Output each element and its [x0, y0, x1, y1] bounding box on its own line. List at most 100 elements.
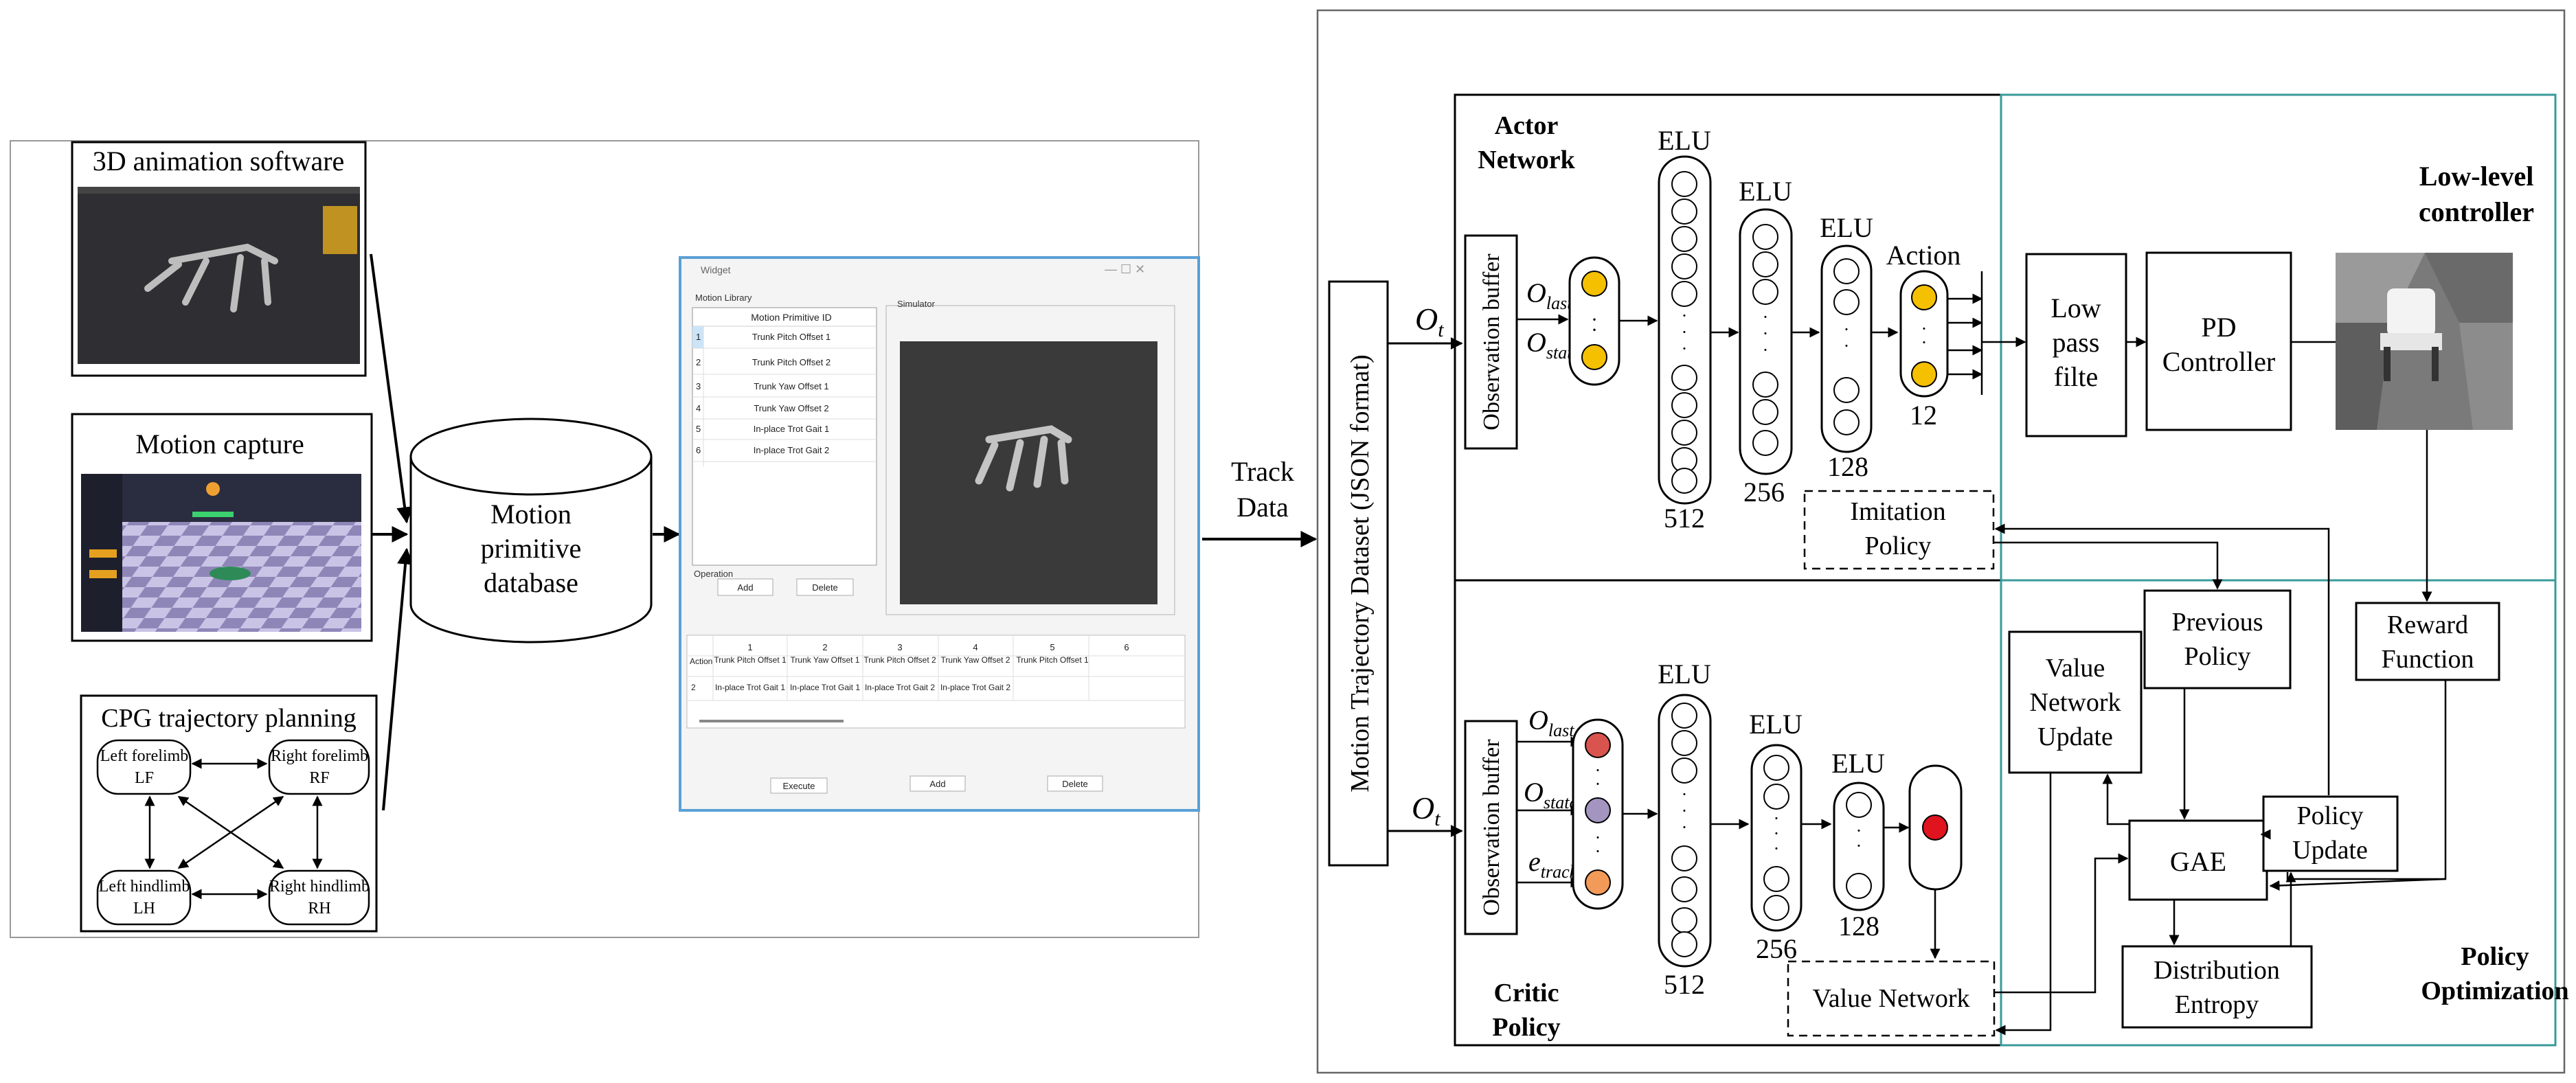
svg-text:·: · — [1595, 774, 1601, 794]
svg-text:·: · — [1682, 784, 1688, 804]
simulator-label: Simulator — [897, 299, 936, 309]
actor-l2-size: 256 — [1743, 477, 1785, 508]
table-row-1[interactable]: Action Trunk Pitch Offset 1 Trunk Yaw Of… — [690, 655, 1089, 666]
critic-l2-size: 256 — [1756, 933, 1797, 964]
window-controls[interactable]: — ☐ ✕ — [1105, 262, 1145, 276]
actor-output-layer: Action · · 12 — [1886, 240, 1961, 431]
limb-rf — [268, 739, 370, 795]
svg-text:·: · — [1682, 322, 1688, 342]
actor-title-1: Actor — [1495, 111, 1559, 140]
value-network-block — [1787, 960, 1996, 1037]
critic-input-layer: · · · · — [1572, 718, 1624, 910]
optimization-connections — [1993, 430, 2447, 1036]
motion-capture-title: Motion capture — [135, 429, 304, 459]
simulated-robot-icon — [975, 425, 1072, 492]
robot-simulation-image — [2336, 253, 2513, 430]
value-network-label: Value Network — [1813, 984, 1970, 1013]
svg-text:Trunk Pitch Offset 2: Trunk Pitch Offset 2 — [863, 655, 936, 665]
delete-sequence-button[interactable] — [1047, 775, 1103, 792]
svg-text:·: · — [1774, 839, 1780, 858]
animation-software-title: 3D animation software — [93, 146, 345, 176]
policy-optimization-region — [2000, 579, 2557, 1047]
table-headers: 1 2 3 4 5 6 — [747, 642, 1129, 652]
table-row-2[interactable]: 2 In-place Trot Gait 1 In-place Trot Gai… — [691, 683, 1010, 692]
source-to-database-arrows — [370, 253, 414, 811]
svg-text:Trunk Pitch Offset 1: Trunk Pitch Offset 1 — [714, 655, 787, 665]
svg-text:4: 4 — [696, 403, 701, 413]
add-button-label: Add — [737, 582, 753, 593]
motion-capture-block: Motion capture — [71, 413, 373, 642]
svg-text:·: · — [1682, 801, 1688, 821]
svg-text:1: 1 — [747, 642, 752, 652]
critic-title-2: Policy — [1492, 1013, 1560, 1042]
delete-button[interactable] — [796, 578, 854, 596]
motion-primitive-list[interactable] — [692, 307, 877, 566]
list-rows[interactable]: 1 Trunk Pitch Offset 1 2 Trunk Pitch Off… — [692, 332, 877, 462]
svg-text:In-place Trot Gait 2: In-place Trot Gait 2 — [865, 683, 935, 692]
limb-rh-label: Right hindlimb — [269, 878, 370, 896]
optimization-title-1: Policy — [2461, 942, 2529, 971]
optimization-title-2: Optimization — [2421, 977, 2568, 1005]
sequence-table[interactable] — [686, 635, 1186, 729]
previous-policy-label-2: Policy — [2184, 642, 2250, 671]
previous-policy-label-1: Previous — [2172, 608, 2263, 637]
svg-text:4: 4 — [973, 642, 978, 652]
critic-obs-buffer-label: Observation buffer — [1479, 739, 1504, 916]
track-data-label-1: Track — [1231, 456, 1294, 487]
svg-text:·: · — [1844, 319, 1850, 339]
limb-lf-code: LF — [135, 769, 154, 787]
add-sequence-button[interactable] — [909, 775, 966, 792]
robot-model-icon — [144, 243, 278, 312]
svg-text:·: · — [1591, 308, 1598, 331]
svg-text:·: · — [1682, 339, 1688, 358]
table-scrollbar[interactable] — [699, 720, 844, 722]
add-button[interactable] — [717, 578, 773, 596]
action-size: 12 — [1910, 400, 1937, 431]
action-output-arrows — [1947, 271, 2026, 395]
svg-text:In-place Trot Gait 1: In-place Trot Gait 1 — [715, 683, 785, 692]
svg-text:Trunk Yaw Offset 2: Trunk Yaw Offset 2 — [754, 403, 828, 413]
critic-input-last: Olast — [1528, 705, 1574, 740]
actor-obs-buffer-label: Observation buffer — [1479, 253, 1504, 431]
svg-text:2: 2 — [691, 683, 696, 692]
svg-text:·: · — [1774, 808, 1780, 828]
critic-l3-size: 128 — [1838, 911, 1879, 942]
filter-label-3: filte — [2054, 361, 2098, 392]
simulator-frame — [885, 305, 1175, 615]
vnu-label-2: Network — [2030, 688, 2121, 717]
widget-window: Widget — ☐ ✕ Motion Library Motion Primi… — [679, 256, 1200, 812]
svg-text:5: 5 — [696, 424, 701, 434]
policy-update-label-1: Policy — [2296, 801, 2363, 830]
limb-lh — [96, 869, 192, 926]
execute-button[interactable] — [770, 777, 828, 794]
actor-input-layer: · · — [1568, 256, 1620, 386]
limb-lf — [96, 739, 192, 795]
imitation-policy-block — [1803, 490, 1995, 570]
previous-policy-block — [2143, 589, 2292, 689]
action-label: Action — [1886, 240, 1961, 271]
svg-text:3: 3 — [696, 381, 701, 391]
execute-button-label: Execute — [783, 781, 815, 791]
svg-text:In-place Trot Gait 1: In-place Trot Gait 1 — [754, 424, 830, 434]
pd-controller-block — [2145, 251, 2292, 431]
dataset-label: Motion Trajectory Dataset (JSON format) — [1346, 354, 1375, 792]
filter-label-1: Low — [2050, 293, 2101, 323]
animation-software-block: 3D animation software — [71, 141, 367, 377]
svg-text:2: 2 — [696, 357, 701, 367]
motion-library-label: Motion Library — [695, 293, 752, 303]
critic-observation-buffer — [1464, 720, 1518, 935]
database-label-3: database — [484, 567, 578, 598]
dataset-block — [1328, 280, 1389, 867]
vnu-label-1: Value — [2046, 654, 2105, 683]
imitation-policy-label-2: Policy — [1864, 532, 1931, 560]
pd-label-1: PD — [2201, 312, 2236, 343]
critic-l1-activation: ELU — [1658, 659, 1711, 689]
svg-text:6: 6 — [1124, 642, 1129, 652]
critic-title-1: Critic — [1494, 979, 1559, 1007]
svg-text:Trunk Yaw Offset 1: Trunk Yaw Offset 1 — [791, 655, 860, 665]
simulator-view[interactable] — [900, 341, 1157, 604]
reward-function-block — [2355, 602, 2500, 681]
svg-text:In-place Trot Gait 2: In-place Trot Gait 2 — [940, 683, 1010, 692]
svg-text:3: 3 — [897, 642, 902, 652]
limb-lh-code: LH — [133, 900, 155, 917]
